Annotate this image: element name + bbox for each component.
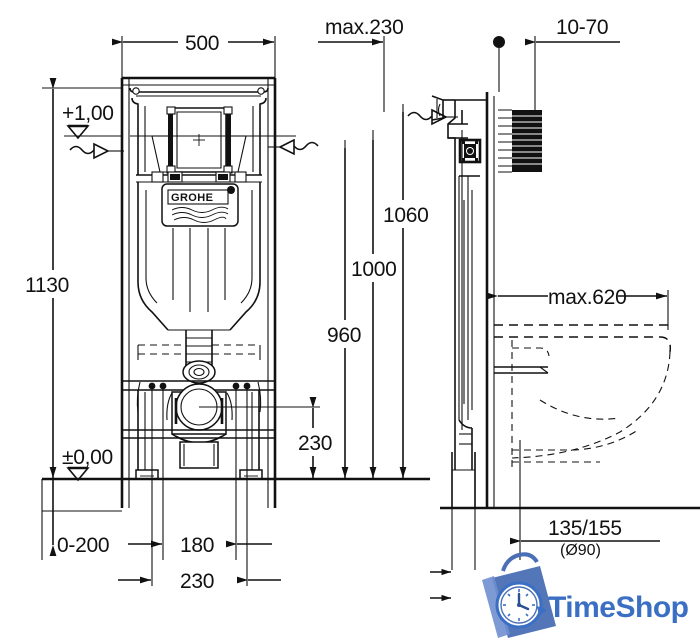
level-label-datum: ±0,00	[62, 446, 113, 469]
dimension-height-1130: 1130	[24, 78, 122, 480]
dimension-max-230: max.230	[318, 16, 404, 112]
dimension-label-0-200: 0-200	[57, 534, 109, 557]
wc-bowl-outline	[494, 324, 672, 470]
dimension-label-180: 180	[180, 534, 214, 557]
dimension-label-960: 960	[327, 324, 361, 347]
water-supply-arrow-side	[407, 108, 458, 126]
flush-plate-block	[498, 109, 542, 173]
dimension-width-500: 500	[112, 28, 276, 78]
wall-bracket-band	[137, 344, 261, 360]
dimension-label-1060: 1060	[383, 204, 429, 227]
dimension-label-1130: 1130	[25, 274, 69, 297]
dimension-label-135-155: 135/155	[548, 517, 622, 540]
timeshop-watermark: TimeShop	[482, 552, 689, 638]
timeshop-wordmark: TimeShop	[548, 591, 689, 624]
dimension-label-diameter-90: (Ø90)	[560, 542, 601, 559]
grohe-wordmark: GROHE	[171, 192, 213, 204]
dimension-label-max620: max.620	[548, 286, 626, 309]
dimension-135-155: 135/155 (Ø90)	[430, 440, 700, 602]
dimension-label-max230: max.230	[325, 16, 403, 39]
level-marker-upper: +1,00	[62, 102, 124, 160]
level-marker-datum: ±0,00	[62, 446, 113, 482]
dimension-label-1000: 1000	[351, 258, 397, 281]
dimension-label-10-70: 10-70	[556, 16, 608, 39]
side-elevation-view	[431, 92, 672, 508]
dimension-max-620: max.620	[487, 286, 669, 330]
flush-pipe	[182, 330, 216, 384]
grohe-logo-plate: GROHE	[161, 183, 239, 227]
dimension-230-bottom: 230	[118, 462, 281, 593]
wc-mounting-studs	[136, 381, 262, 462]
flush-actuator-cutout	[458, 138, 482, 164]
dimension-180: 180	[128, 462, 272, 560]
frame-uprights	[120, 76, 277, 508]
dimension-1060: 1060	[380, 104, 440, 478]
dimension-label-230-bottom: 230	[180, 570, 214, 593]
level-label-upper: +1,00	[62, 102, 114, 125]
dimension-0-200: 0-200	[41, 479, 122, 560]
dimension-10-70: 10-70	[493, 16, 620, 110]
shopping-bag-clock-icon	[482, 552, 556, 638]
dimension-960: 960	[325, 140, 373, 478]
dimension-1000: 1000	[348, 130, 408, 478]
dimension-label-230-vertical: 230	[298, 432, 332, 455]
dimension-label-500: 500	[185, 32, 219, 55]
water-supply-arrow-right	[268, 138, 319, 156]
cistern-body: GROHE	[92, 87, 296, 384]
dimension-230-vertical: 230	[199, 397, 344, 480]
